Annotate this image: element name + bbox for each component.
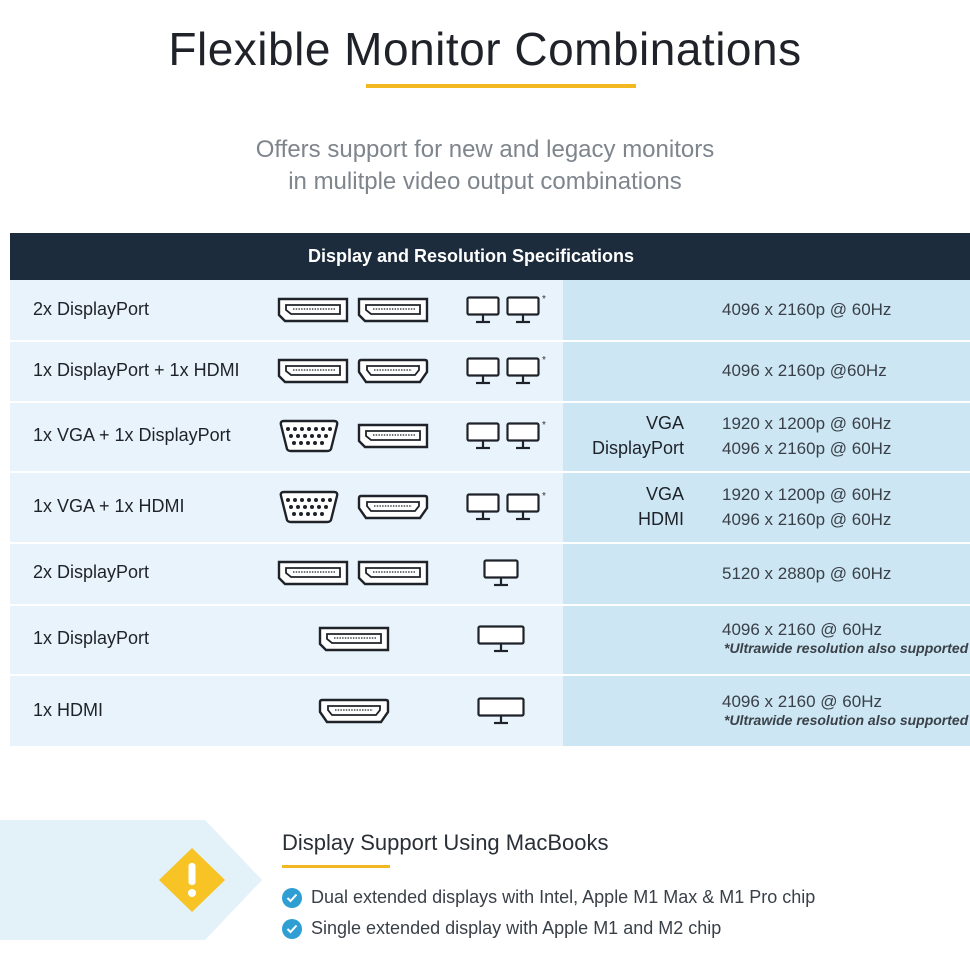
spec-table: Display and Resolution Specifications 2x… — [10, 233, 970, 746]
monitor-icon — [466, 422, 500, 450]
macbook-banner-band — [0, 820, 262, 940]
spec-table-right-panel — [563, 280, 970, 746]
macbook-support-text: Dual extended displays with Intel, Apple… — [311, 887, 816, 907]
output-type-label: VGA — [645, 483, 684, 504]
row-divider — [10, 401, 970, 403]
hdmi-port — [357, 494, 429, 525]
macbook-title-underline — [282, 865, 390, 868]
resolution-value: 4096 x 2160p @ 60Hz — [722, 509, 892, 529]
monitor — [466, 422, 500, 455]
macbook-support-item: Single extended display with Apple M1 an… — [282, 918, 721, 939]
row-divider — [10, 340, 970, 342]
combination-label: 2x DisplayPort — [33, 298, 150, 319]
resolution-value: 5120 x 2880p @ 60Hz — [722, 563, 892, 583]
page-title: Flexible Monitor Combinations — [168, 23, 802, 75]
displayport-port — [357, 560, 429, 591]
row-divider — [10, 542, 970, 544]
displayport-port-icon — [277, 297, 349, 322]
monitor — [477, 696, 525, 730]
monitor-icon — [477, 625, 525, 653]
macbook-support-item: Dual extended displays with Intel, Apple… — [282, 887, 815, 908]
resolution-value: 4096 x 2160p @ 60Hz — [722, 439, 892, 458]
footnote-asterisk: * — [542, 490, 546, 502]
monitor — [506, 422, 540, 455]
displayport-port-icon — [277, 560, 349, 586]
monitor-icon — [466, 295, 500, 323]
subtitle-line-2: in mulitple video output combinations — [288, 168, 682, 195]
monitor-icon — [506, 295, 540, 323]
footnote-asterisk: * — [542, 293, 546, 305]
combination-label: 1x VGA + 1x DisplayPort — [33, 425, 231, 445]
combination-label: 1x VGA + 1x HDMI — [33, 495, 185, 516]
resolution-note: *Ultrawide resolution also supported — [724, 711, 969, 728]
displayport-port — [277, 358, 349, 389]
warning-icon — [159, 848, 225, 912]
spec-table-header-label: Display and Resolution Specifications — [307, 246, 635, 266]
combination-label: 1x DisplayPort + 1x HDMI — [33, 359, 240, 380]
monitor — [506, 492, 540, 526]
vga-port — [278, 419, 340, 458]
monitor — [466, 492, 500, 526]
footnote-asterisk: * — [542, 354, 546, 366]
monitor-icon — [506, 422, 540, 450]
monitor-icon — [466, 356, 500, 384]
combination-label: 1x DisplayPort — [33, 628, 150, 648]
displayport-port — [277, 297, 349, 328]
monitor-icon — [466, 492, 500, 520]
monitor-icon — [506, 356, 540, 384]
subtitle-line-1: Offers support for new and legacy monito… — [255, 136, 715, 163]
vga-port-icon — [279, 419, 339, 453]
check-icon — [282, 887, 302, 908]
output-type-label: HDMI — [638, 508, 684, 529]
displayport-port-icon — [277, 358, 349, 383]
displayport-port-icon — [318, 626, 390, 652]
monitor — [506, 356, 540, 390]
displayport-port — [318, 626, 390, 657]
displayport-port-icon — [357, 297, 429, 322]
resolution-value: 4096 x 2160p @60Hz — [722, 361, 887, 380]
resolution-value: 4096 x 2160p @ 60Hz — [722, 300, 892, 319]
resolution-note: *Ultrawide resolution also supported — [724, 640, 969, 656]
displayport-port — [357, 423, 429, 454]
spec-table-header: Display and Resolution Specifications — [10, 233, 970, 280]
row-divider — [10, 471, 970, 473]
resolution-value: 4096 x 2160 @ 60Hz — [722, 620, 882, 639]
hdmi-port — [318, 698, 390, 729]
hdmi-port-icon — [318, 698, 390, 723]
vga-port-icon — [279, 490, 339, 523]
macbook-section-title: Display Support Using MacBooks — [282, 830, 609, 855]
resolution-value: 1920 x 1200p @ 60Hz — [722, 484, 892, 504]
output-type-label: VGA — [645, 413, 684, 433]
resolution-value: 1920 x 1200p @ 60Hz — [722, 414, 892, 433]
check-icon — [282, 918, 302, 939]
monitor — [477, 625, 525, 658]
hdmi-port-icon — [357, 358, 429, 383]
displayport-port — [277, 560, 349, 591]
row-divider — [10, 674, 970, 676]
output-type-label: DisplayPort — [591, 438, 684, 458]
combination-label: 2x DisplayPort — [33, 562, 150, 582]
monitor-icon — [483, 559, 519, 587]
hdmi-port — [357, 358, 429, 389]
monitor — [506, 295, 540, 329]
displayport-port-icon — [357, 423, 429, 449]
monitor — [466, 295, 500, 329]
footnote-asterisk: * — [542, 420, 546, 431]
title-underline — [366, 84, 636, 88]
resolution-value: 4096 x 2160 @ 60Hz — [722, 691, 882, 711]
macbook-support-text: Single extended display with Apple M1 an… — [311, 918, 722, 938]
displayport-port — [357, 297, 429, 328]
monitor — [483, 559, 519, 592]
combination-label: 1x HDMI — [33, 699, 104, 720]
row-divider — [10, 604, 970, 606]
page-subtitle: Offers support for new and legacy monito… — [0, 134, 970, 198]
monitor — [466, 356, 500, 390]
vga-port — [278, 490, 340, 529]
hdmi-port-icon — [357, 494, 429, 519]
displayport-port-icon — [357, 560, 429, 586]
monitor-icon — [506, 492, 540, 520]
monitor-icon — [477, 696, 525, 724]
